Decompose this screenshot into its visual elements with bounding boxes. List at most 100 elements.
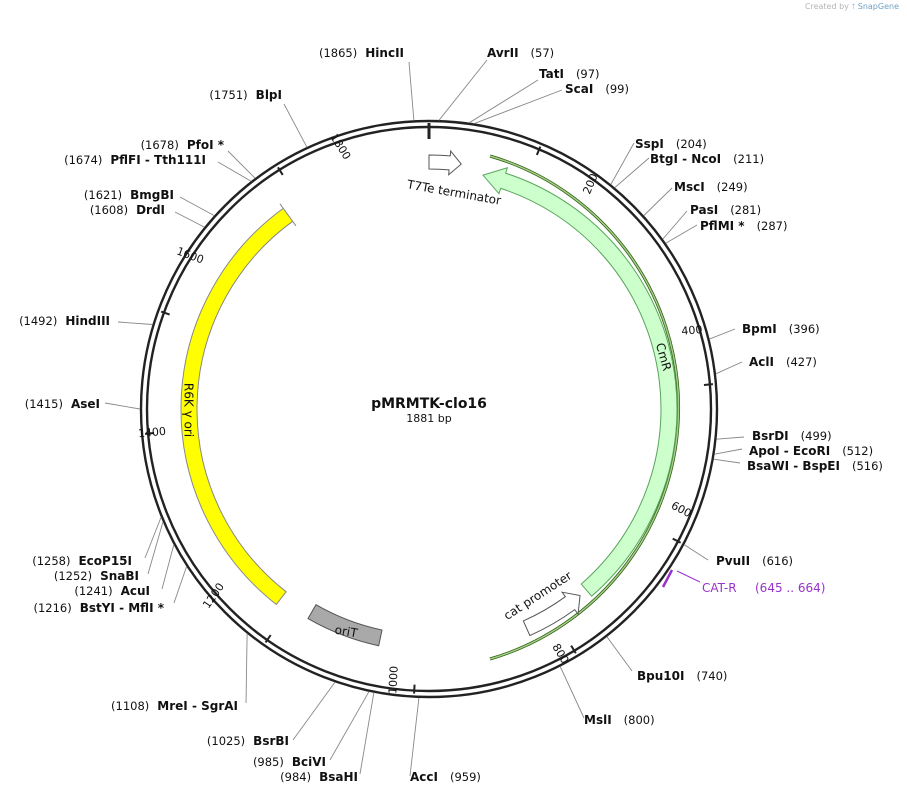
site-position: (985): [253, 755, 284, 769]
restriction-site[interactable]: ScaI (99): [474, 82, 629, 124]
site-name: BciVI: [292, 755, 326, 769]
site-label: (1108)MreI - SgrAI: [111, 699, 238, 713]
site-label: (1216) BstYI - MflI *: [33, 601, 164, 615]
restriction-site[interactable]: (1751)BlpI: [209, 88, 308, 148]
restriction-site[interactable]: BsaWI - BspEI(516): [713, 458, 883, 473]
restriction-site[interactable]: (1608) DrdI: [90, 203, 205, 228]
site-position: (204): [676, 137, 707, 151]
site-leader: [227, 150, 256, 179]
site-leader: [283, 103, 308, 148]
restriction-site[interactable]: TatI(97): [468, 67, 600, 124]
site-name: ScaI: [565, 82, 593, 96]
site-label: AvrII(57): [487, 46, 554, 60]
site-leader: [179, 196, 215, 217]
ruler-tick: [277, 166, 284, 176]
restriction-site[interactable]: AclI(427): [715, 355, 817, 375]
primer-name: CAT-R: [702, 581, 737, 595]
restriction-site[interactable]: (1415)AseI: [25, 397, 141, 411]
restriction-site[interactable]: ApoI - EcoRI(512): [714, 444, 873, 458]
site-name: TatI: [539, 67, 564, 81]
site-leader: [217, 161, 252, 182]
site-leader: [474, 89, 563, 124]
restriction-site[interactable]: MslI(800): [559, 666, 655, 727]
restriction-site[interactable]: (1621)BmgBI: [84, 188, 215, 217]
restriction-site[interactable]: (1241) AcuI: [74, 544, 175, 598]
site-name: MscI: [674, 180, 705, 194]
site-position: (1241): [74, 584, 112, 598]
restriction-site[interactable]: (1258)EcoP15I: [32, 517, 162, 568]
restriction-site[interactable]: (985) BciVI: [253, 691, 370, 769]
restriction-site[interactable]: SspI(204): [610, 137, 707, 185]
restriction-site[interactable]: (1108)MreI - SgrAI: [111, 633, 248, 713]
restriction-site[interactable]: (1674)PflFI - Tth111I: [64, 153, 252, 182]
site-name: HincII: [365, 46, 404, 60]
restriction-site[interactable]: (1678)PfoI *: [141, 138, 256, 179]
site-label: Bpu10I(740): [637, 669, 727, 683]
site-position: (740): [696, 669, 727, 683]
site-position: (1865): [319, 46, 357, 60]
restriction-site[interactable]: (1025)BsrBI: [207, 681, 336, 748]
site-position: (1492): [19, 314, 57, 328]
site-position: (99): [605, 82, 629, 96]
site-leader: [643, 187, 673, 216]
site-position: (1216): [33, 601, 71, 615]
cat-promoter-feature[interactable]: [522, 591, 581, 637]
orit-feature[interactable]: [307, 604, 383, 647]
site-leader: [662, 210, 688, 240]
site-position: (512): [842, 444, 873, 458]
restriction-site[interactable]: AvrII(57): [438, 46, 554, 121]
site-leader: [329, 691, 370, 761]
site-leader: [359, 692, 375, 775]
restriction-site[interactable]: (1216) BstYI - MflI *: [33, 566, 188, 615]
site-leader: [161, 544, 175, 590]
restriction-site[interactable]: BpmI(396): [709, 322, 820, 340]
restriction-site[interactable]: (1865) HincII: [319, 46, 415, 121]
site-label: (1678)PfoI *: [141, 138, 225, 152]
ruler-tick: [144, 432, 155, 435]
cmr-feature[interactable]: [482, 167, 678, 597]
site-leader: [408, 61, 415, 121]
restriction-site[interactable]: PasI(281): [662, 203, 761, 240]
site-position: (1674): [64, 153, 102, 167]
t7te-terminator-feature[interactable]: [428, 149, 462, 176]
restriction-site[interactable]: (984)BsaHI: [280, 692, 375, 784]
primer-cat-r[interactable]: CAT-R (645 .. 664): [661, 569, 825, 595]
site-label: PflMI *(287): [700, 219, 788, 233]
site-label: (1258)EcoP15I: [32, 554, 132, 568]
restriction-site[interactable]: MscI(249): [643, 180, 748, 216]
restriction-site[interactable]: (1252)SnaBI: [54, 521, 164, 583]
site-leader: [468, 79, 539, 124]
site-leader: [606, 636, 633, 672]
site-name: AcuI: [121, 584, 150, 598]
ruler-label: 1200: [200, 581, 227, 611]
restriction-site[interactable]: BtgI - NcoI(211): [614, 152, 764, 188]
sites-layer: (1865) HincII AvrII(57) TatI(97)ScaI (99) (17…: [19, 46, 883, 784]
site-name: DrdI: [136, 203, 165, 217]
site-leader: [716, 436, 745, 440]
restriction-site[interactable]: BsrDI(499): [716, 429, 832, 443]
site-position: (1608): [90, 203, 128, 217]
snapgene-credit: Created by ⭡ SnapGene: [805, 2, 899, 12]
r6k-ori-feature[interactable]: [180, 203, 297, 606]
site-leader: [409, 697, 420, 777]
restriction-site[interactable]: PvuII(616): [683, 544, 793, 568]
site-position: (287): [757, 219, 788, 233]
site-name: BsrBI: [253, 734, 289, 748]
site-leader: [292, 681, 336, 741]
site-leader: [714, 448, 743, 455]
site-name: PasI: [690, 203, 718, 217]
site-label: (1241) AcuI: [74, 584, 150, 598]
site-name: BpmI: [742, 322, 777, 336]
restriction-site[interactable]: (1492)HindIII: [19, 314, 153, 328]
site-label: PasI(281): [690, 203, 761, 217]
site-name: BstYI - MflI *: [80, 601, 165, 615]
restriction-site[interactable]: PflMI *(287): [665, 219, 788, 244]
site-position: (1258): [32, 554, 70, 568]
restriction-site[interactable]: Bpu10I(740): [606, 636, 727, 683]
site-leader: [713, 458, 741, 464]
site-label: SspI(204): [635, 137, 707, 151]
restriction-site[interactable]: AccI(959): [409, 697, 481, 784]
site-label: ApoI - EcoRI(512): [749, 444, 873, 458]
site-position: (800): [624, 713, 655, 727]
site-name: BtgI - NcoI: [650, 152, 721, 166]
